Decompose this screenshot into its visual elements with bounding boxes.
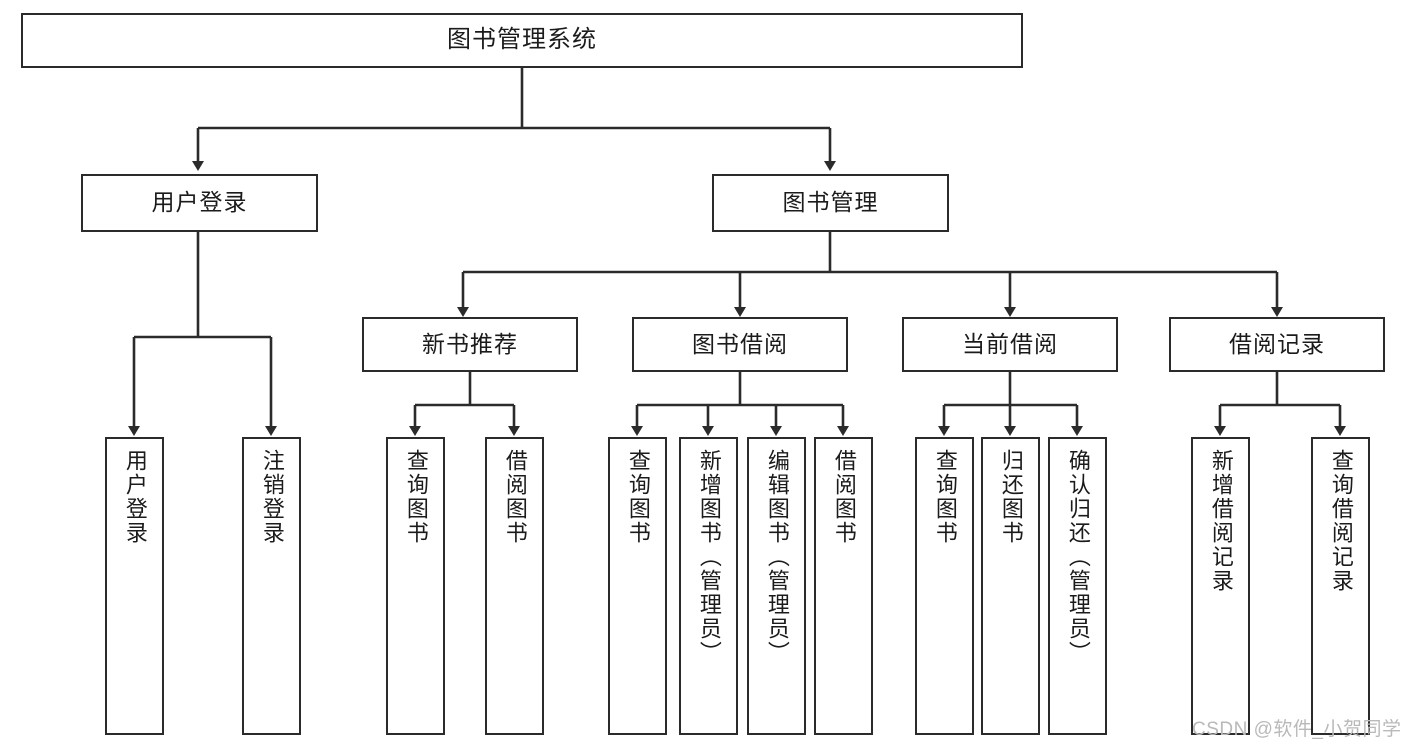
- node-label: 借阅记录: [1229, 330, 1325, 357]
- node-book-management[interactable]: 图书管理: [712, 174, 949, 232]
- node-label: 查询借阅记录: [1328, 449, 1354, 593]
- node-label: 图书管理系统: [447, 26, 597, 54]
- leaf-book-borrow-add-book-admin[interactable]: 新增图书（管理员）: [679, 437, 738, 735]
- leaf-borrow-record-query-record[interactable]: 查询借阅记录: [1311, 437, 1370, 735]
- leaf-book-borrow-query-book[interactable]: 查询图书: [608, 437, 667, 735]
- node-label: 借阅图书: [502, 449, 528, 545]
- node-label: 注销登录: [259, 449, 285, 545]
- node-label: 编辑图书（管理员）: [764, 449, 790, 665]
- node-label: 图书管理: [782, 189, 879, 216]
- leaf-new-book-borrow-book[interactable]: 借阅图书: [485, 437, 544, 735]
- csdn-watermark: CSDN @软件_小贺同学: [1192, 719, 1402, 740]
- node-new-book-recommend[interactable]: 新书推荐: [362, 317, 578, 372]
- node-label: 新书推荐: [422, 330, 518, 357]
- node-book-borrow[interactable]: 图书借阅: [632, 317, 848, 372]
- leaf-new-book-query-book[interactable]: 查询图书: [386, 437, 445, 735]
- node-root-book-management-system[interactable]: 图书管理系统: [21, 13, 1023, 68]
- node-label: 查询图书: [932, 449, 958, 545]
- node-label: 图书借阅: [692, 330, 788, 357]
- leaf-book-borrow-borrow-book[interactable]: 借阅图书: [814, 437, 873, 735]
- node-current-borrow[interactable]: 当前借阅: [902, 317, 1118, 372]
- node-label: 新增借阅记录: [1208, 449, 1234, 593]
- node-user-login[interactable]: 用户登录: [81, 174, 318, 232]
- node-label: 借阅图书: [831, 449, 857, 545]
- node-label: 新增图书（管理员）: [696, 449, 722, 665]
- node-label: 当前借阅: [962, 330, 1058, 357]
- node-label: 查询图书: [403, 449, 429, 545]
- leaf-book-borrow-edit-book-admin[interactable]: 编辑图书（管理员）: [747, 437, 806, 735]
- node-label: 查询图书: [625, 449, 651, 545]
- leaf-current-borrow-confirm-return-admin[interactable]: 确认归还（管理员）: [1048, 437, 1107, 735]
- node-label: 确认归还（管理员）: [1065, 449, 1091, 665]
- leaf-current-borrow-query-book[interactable]: 查询图书: [915, 437, 974, 735]
- node-label: 归还图书: [998, 449, 1024, 545]
- leaf-user-login-logout[interactable]: 注销登录: [242, 437, 301, 735]
- leaf-borrow-record-add-record[interactable]: 新增借阅记录: [1191, 437, 1250, 735]
- leaf-current-borrow-return-book[interactable]: 归还图书: [981, 437, 1040, 735]
- node-label: 用户登录: [122, 449, 148, 545]
- node-label: 用户登录: [151, 189, 248, 216]
- node-borrow-record[interactable]: 借阅记录: [1169, 317, 1385, 372]
- leaf-user-login-login[interactable]: 用户登录: [105, 437, 164, 735]
